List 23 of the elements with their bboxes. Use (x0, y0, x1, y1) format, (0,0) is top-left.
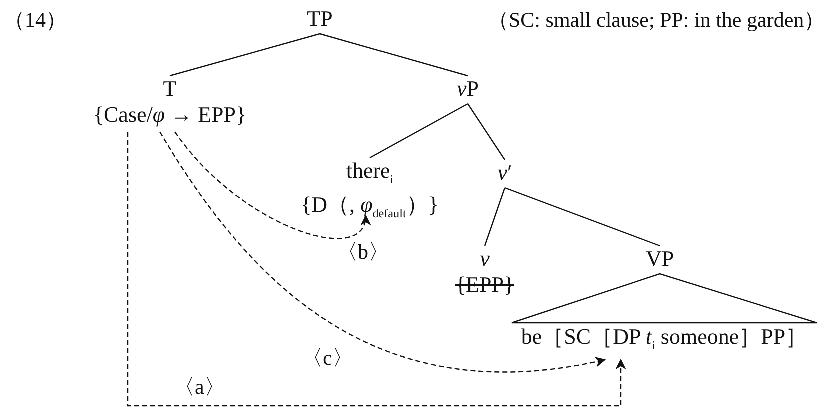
feature-set: {D（, φ$_{default}$）} (301, 192, 439, 223)
dashed-arrow (174, 132, 370, 239)
node-label: vP (456, 76, 479, 102)
note: （SC: small clause; PP: in the garden） (488, 7, 825, 34)
branch-line (504, 187, 660, 247)
branch-line (370, 103, 468, 159)
node-label: there$_{i}$ (346, 158, 394, 188)
feature-set: {Case/φ → EPP} (93, 102, 247, 128)
triangle-branch (511, 273, 818, 324)
node-label: v (480, 246, 490, 272)
branch-line (468, 104, 506, 160)
dashed-arrow (127, 132, 626, 407)
node-label: be［SC［DP t$_{i}$ someone］PP］ (521, 324, 808, 354)
node-label: v′ (498, 160, 512, 186)
example-number: （14） (4, 7, 67, 34)
dashed-arrow (160, 132, 606, 373)
node-label: TP (307, 6, 333, 32)
branch-line (170, 33, 320, 77)
node-label: T (163, 76, 177, 102)
node-label: VP (646, 246, 674, 272)
branch-line (320, 33, 468, 77)
branch-line (484, 188, 506, 246)
feature-set: {EPP} (455, 272, 515, 298)
